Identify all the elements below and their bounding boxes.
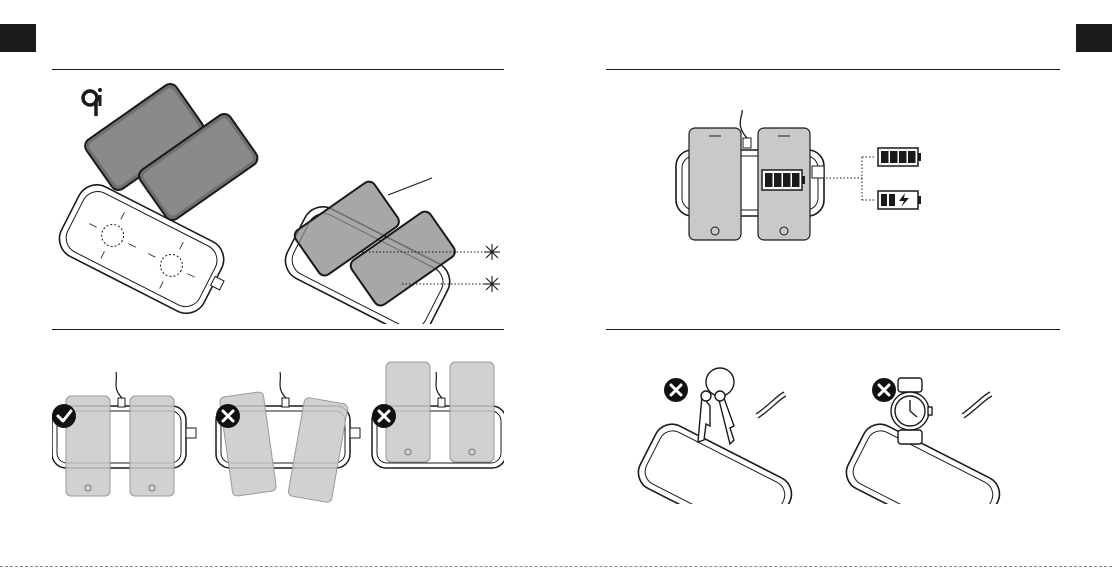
battery-full-icon: [762, 170, 805, 190]
page-marker-right: [1076, 24, 1112, 52]
placement-example-correct: [52, 372, 196, 496]
cross-badge-icon: [216, 404, 240, 428]
keys-icon: [698, 368, 734, 444]
phone-placement-examples: [52, 334, 504, 504]
qi-alignment-diagram: [52, 74, 504, 324]
charging-pad-exploded: [53, 178, 238, 324]
section-rule-top-left: [52, 69, 504, 70]
keys-on-pad-example: [632, 368, 805, 504]
placement-example-offset: [372, 362, 504, 468]
placement-example-tilted: [216, 372, 360, 503]
page-trim-line: [0, 566, 1112, 567]
spark-icon: [484, 276, 500, 292]
cross-badge-icon: [872, 378, 896, 402]
pad-status-led: [812, 166, 824, 178]
section-rule-bottom-left: [52, 329, 504, 330]
phone-left: [689, 128, 741, 240]
section-rule-top-right: [606, 69, 1060, 70]
watch-on-pad-example: [840, 378, 1013, 504]
spark-icon: [484, 244, 500, 260]
battery-full-indicator: [878, 148, 921, 166]
cross-badge-icon: [372, 404, 396, 428]
foreign-objects-warning: [606, 334, 1060, 504]
check-badge-icon: [52, 404, 76, 428]
cross-badge-icon: [664, 378, 688, 402]
dual-charging-status-diagram: [606, 74, 1060, 324]
section-rule-bottom-right: [606, 329, 1060, 330]
page-marker-left: [0, 24, 36, 52]
qi-logo-icon: [83, 88, 102, 116]
battery-charging-icon: [878, 191, 921, 209]
